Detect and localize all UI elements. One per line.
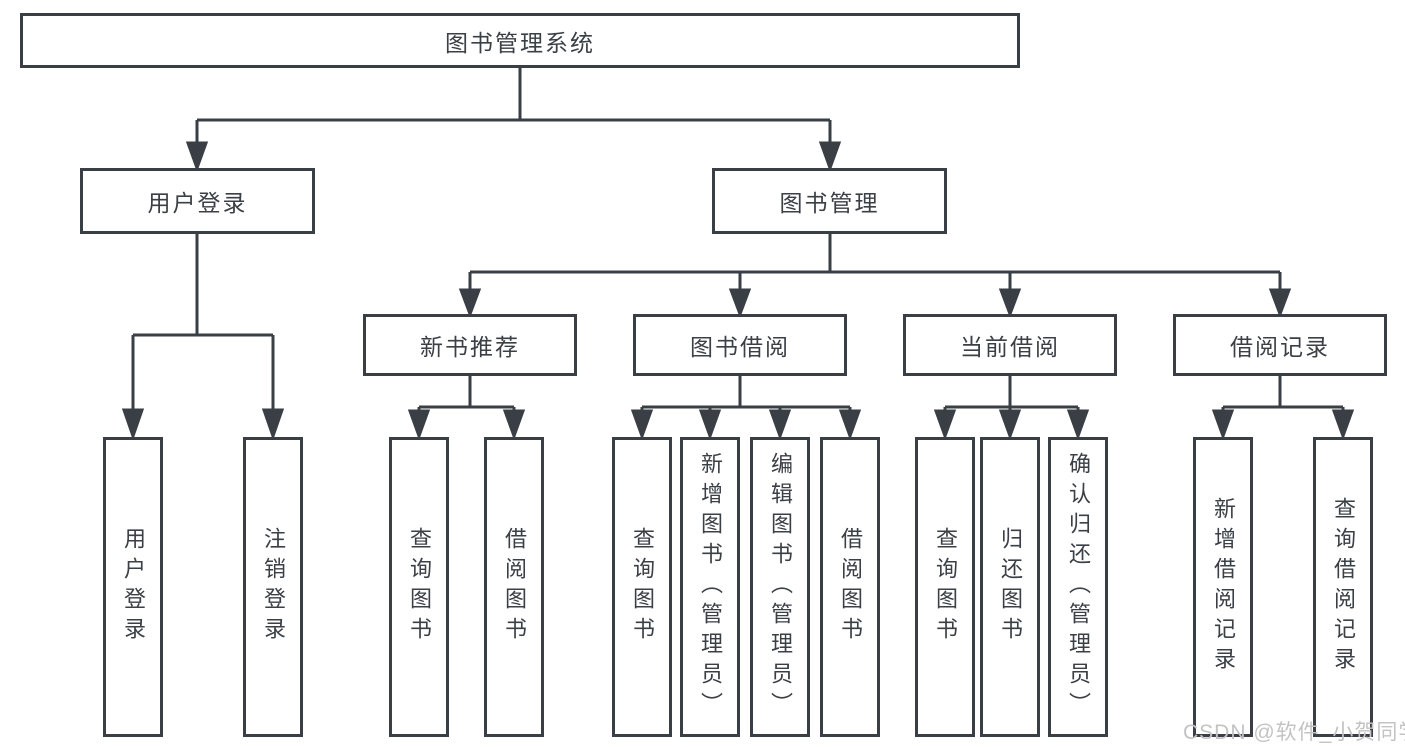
node-borrowing: 图书借阅	[633, 314, 847, 376]
leaf-borrow-books-1: 借阅图书	[484, 437, 544, 737]
arrowhead	[998, 409, 1022, 441]
arrowhead	[998, 288, 1022, 319]
arrowhead	[121, 408, 145, 441]
arrowhead	[1331, 409, 1355, 441]
arrowhead	[185, 141, 209, 173]
node-new-books: 新书推荐	[363, 314, 577, 376]
arrowhead	[933, 409, 957, 441]
arrowhead	[698, 409, 722, 441]
connector-current-borrow	[933, 376, 1090, 441]
connector-root-to-level2	[185, 68, 842, 173]
leaf-query-borrow-record: 查询借阅记录	[1313, 437, 1373, 737]
leaf-edit-books-admin: 编辑图书（管理员）	[750, 437, 810, 737]
leaf-return-books: 归还图书	[980, 437, 1040, 737]
arrowhead	[630, 409, 654, 441]
arrowhead	[768, 409, 792, 441]
arrowhead	[261, 408, 285, 441]
leaf-query-books-3: 查询图书	[915, 437, 975, 737]
leaf-user-login: 用户登录	[103, 437, 163, 737]
arrowhead	[818, 141, 842, 173]
arrowhead	[838, 409, 862, 441]
arrowhead	[458, 288, 482, 319]
csdn-watermark: CSDN @软件_小贺同学	[1183, 721, 1405, 744]
leaf-confirm-return-admin: 确认归还（管理员）	[1048, 437, 1108, 737]
connector-user-login	[121, 234, 285, 441]
leaf-add-borrow-record: 新增借阅记录	[1193, 437, 1253, 737]
connector-book-mgmt	[458, 234, 1292, 319]
leaf-logout: 注销登录	[243, 437, 303, 737]
arrowhead	[728, 288, 752, 319]
leaf-add-books-admin: 新增图书（管理员）	[680, 437, 740, 737]
leaf-borrow-books-2: 借阅图书	[820, 437, 880, 737]
node-borrow-records: 借阅记录	[1173, 314, 1387, 376]
arrowhead	[407, 409, 431, 441]
node-book-mgmt: 图书管理	[712, 168, 947, 234]
leaf-query-books-2: 查询图书	[612, 437, 672, 737]
leaf-query-books-1: 查询图书	[389, 437, 449, 737]
arrowhead	[1066, 409, 1090, 441]
node-current-borrow: 当前借阅	[903, 314, 1117, 376]
arrowhead	[502, 409, 526, 441]
connector-borrowing	[630, 376, 862, 441]
node-user-login: 用户登录	[80, 168, 315, 234]
arrowhead	[1268, 288, 1292, 319]
connector-new-books	[407, 376, 526, 441]
node-root-system: 图书管理系统	[20, 13, 1020, 68]
connector-borrow-records	[1211, 376, 1355, 441]
arrowhead	[1211, 409, 1235, 441]
